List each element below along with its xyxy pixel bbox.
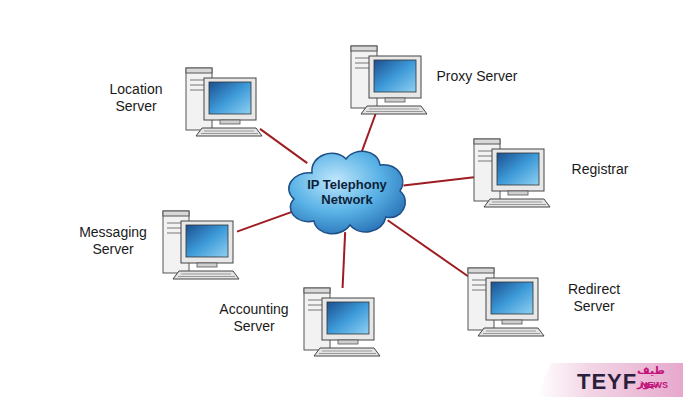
network-cloud: IP Telephony Network [282, 143, 412, 241]
computer-icon [468, 133, 554, 213]
network-link [403, 177, 474, 185]
watermark: TEYFطيف نيوزNEWS [533, 357, 683, 401]
network-link [260, 129, 307, 163]
network-label: IP Telephony Network [296, 177, 398, 207]
computer-icon [345, 40, 431, 120]
server-label: Location Server [94, 81, 178, 115]
computer-icon [157, 205, 243, 285]
server-node: Location Server [180, 62, 266, 142]
server-node: Accounting Server [298, 282, 384, 362]
computer-icon [462, 262, 548, 342]
server-node: Messaging Server [157, 205, 243, 285]
network-link [361, 114, 375, 153]
server-label: Redirect Server [552, 281, 636, 315]
server-node: Registrar [468, 133, 554, 213]
computer-icon [180, 62, 266, 142]
server-node: Redirect Server [462, 262, 548, 342]
server-label: Proxy Server [435, 68, 519, 85]
server-label: Accounting Server [212, 301, 296, 335]
server-node: Proxy Server [345, 40, 431, 120]
computer-icon [298, 282, 384, 362]
watermark-text: NEWS [641, 380, 668, 390]
network-link [343, 232, 346, 288]
server-label: Messaging Server [71, 224, 155, 258]
watermark-text: TEYF [577, 369, 637, 395]
network-link [388, 220, 468, 276]
server-label: Registrar [558, 161, 642, 178]
network-link [237, 210, 296, 231]
